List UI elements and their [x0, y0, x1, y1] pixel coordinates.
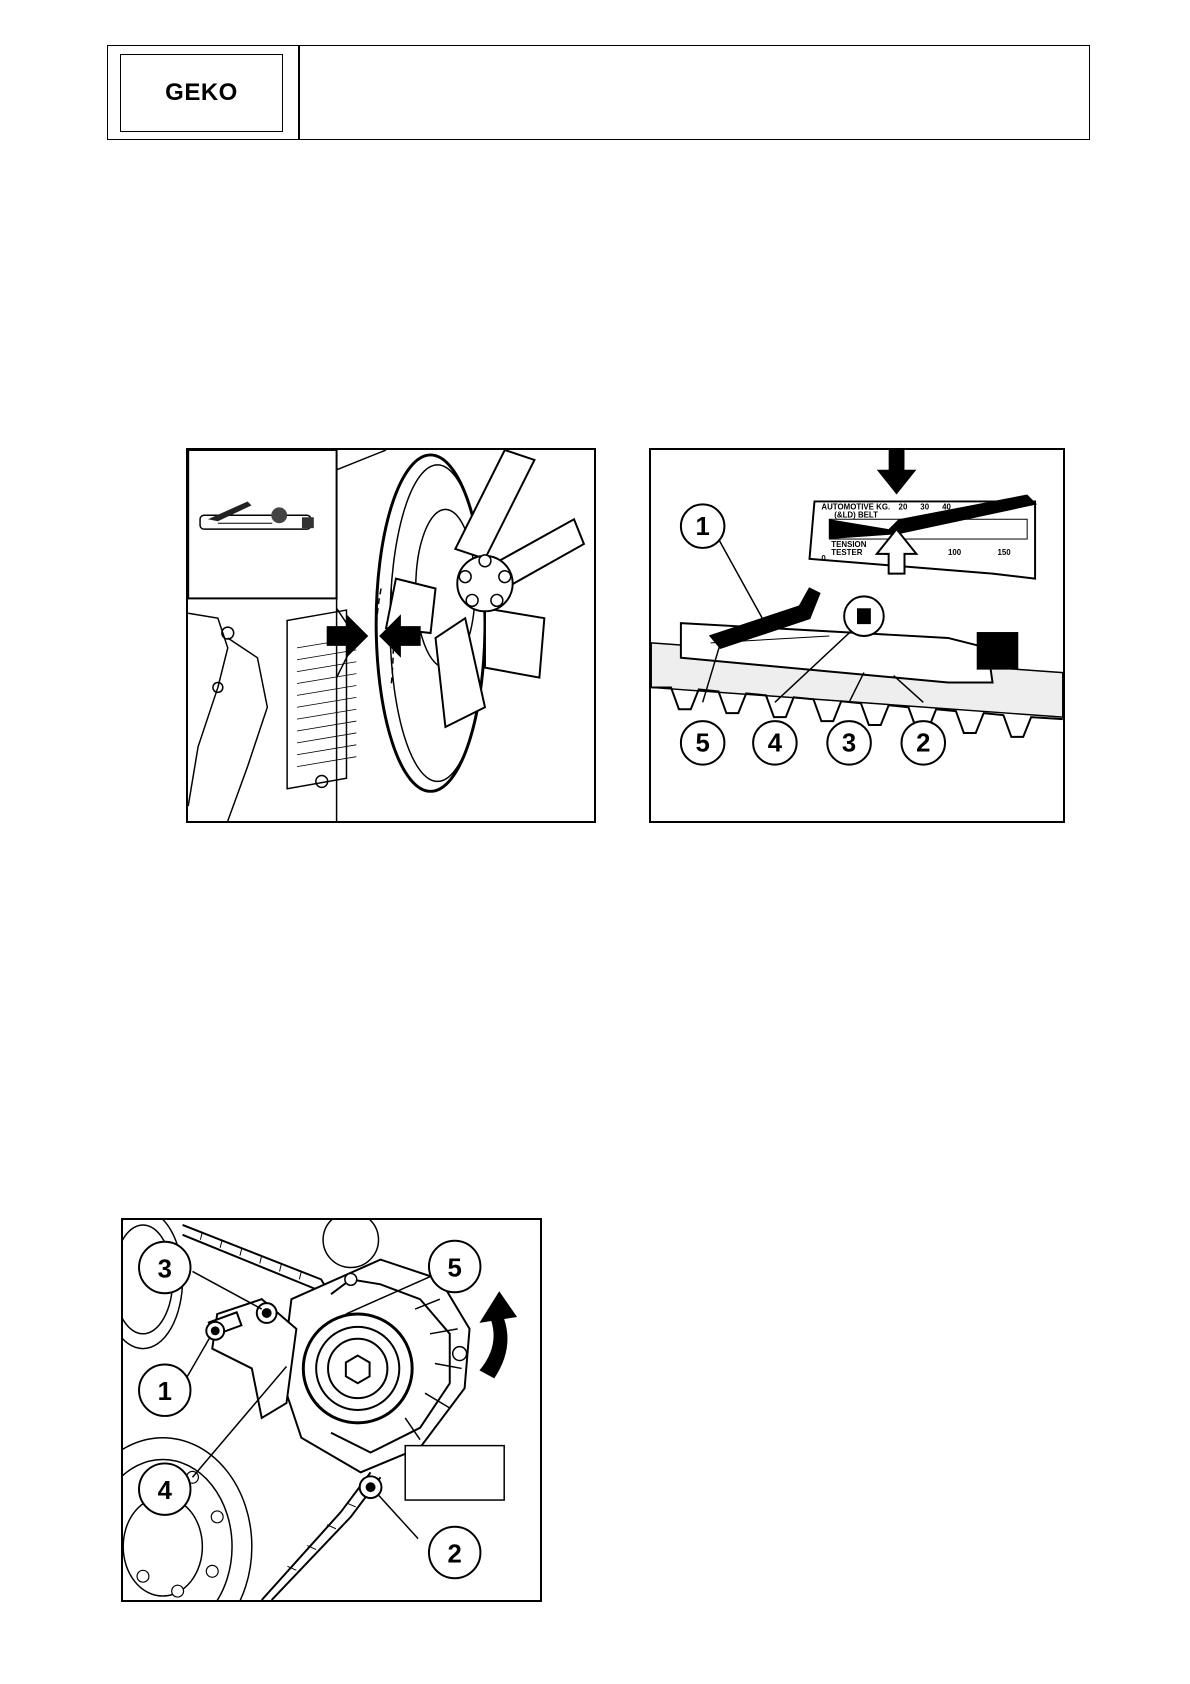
hub-bolts [458, 554, 512, 608]
leader-lines [701, 538, 924, 703]
figure-tension-tester: AUTOMOTIVE KG. (&LD) BELT TENSION TESTER… [649, 448, 1065, 823]
bolt-icon [212, 681, 224, 694]
arrow-right-icon [326, 614, 369, 658]
bolt-icon [221, 626, 235, 640]
figure-belt-deflection [186, 448, 596, 823]
callout-4: 4 [138, 1462, 192, 1516]
bolt-icon [344, 1272, 358, 1287]
callout-5: 5 [679, 720, 726, 766]
bolt-icon [451, 1345, 468, 1362]
tension-tester-drawing: AUTOMOTIVE KG. (&LD) BELT TENSION TESTER… [651, 450, 1063, 766]
callout-3: 3 [138, 1240, 192, 1295]
lower-bolt [358, 1475, 383, 1500]
gauge-tick-20: 20 [899, 502, 908, 511]
gauge-tick-30: 30 [920, 502, 929, 511]
leader-lines [183, 1270, 443, 1540]
tester-body [679, 587, 1019, 684]
callout-label: 4 [158, 1477, 173, 1505]
adjusting-bracket [207, 1298, 298, 1420]
callout-2: 2 [427, 1525, 482, 1580]
alternator-pulley [301, 1312, 414, 1425]
callout-label: 1 [158, 1378, 172, 1406]
gauge-tick-150: 150 [997, 548, 1011, 557]
gauge-label-3: TENSION [831, 540, 866, 549]
logo: GEKO [120, 54, 283, 132]
gauge-label-2: (&LD) BELT [834, 510, 878, 519]
curved-arrow-up-icon [479, 1291, 518, 1379]
callout-5: 5 [427, 1239, 482, 1294]
gauge-scale: AUTOMOTIVE KG. (&LD) BELT TENSION TESTER… [808, 494, 1038, 580]
bolt-icon [315, 774, 329, 789]
callout-1: 1 [679, 503, 726, 549]
alternator-drawing: 3 5 1 4 2 [123, 1220, 518, 1600]
callout-label: 3 [158, 1255, 172, 1283]
adjusting-bolt [205, 1320, 226, 1341]
gauge-label-1: AUTOMOTIVE KG. [821, 502, 890, 511]
callout-label: 1 [696, 513, 710, 541]
callout-label: 2 [916, 730, 930, 758]
logo-text: GEKO [165, 79, 238, 106]
label-plate [404, 1444, 505, 1501]
alternator-fins [404, 1298, 462, 1441]
gauge-tick-100: 100 [948, 548, 962, 557]
callout-label: 5 [448, 1254, 462, 1282]
callout-label: 4 [768, 730, 783, 758]
callout-label: 2 [448, 1540, 462, 1568]
callout-label: 3 [842, 730, 856, 758]
belt-teeth [199, 1231, 356, 1571]
gauge-tick-40: 40 [942, 502, 951, 511]
callout-3: 3 [826, 720, 872, 766]
belt-deflection-drawing [188, 450, 586, 821]
callout-4: 4 [752, 720, 798, 766]
callout-1: 1 [138, 1363, 192, 1417]
arrow-up-icon [874, 527, 919, 575]
page-header: GEKO [107, 45, 1090, 140]
callout-label: 5 [696, 730, 710, 758]
header-divider [298, 46, 300, 139]
gauge-label-4: TESTER [831, 548, 862, 557]
tension-tester-icon [199, 501, 314, 530]
belt-deflected [375, 588, 382, 688]
figure-alternator-adjustment: 3 5 1 4 2 [121, 1218, 542, 1602]
arrow-left-icon [379, 614, 421, 658]
callout-2: 2 [900, 720, 947, 766]
pivot-bolt [255, 1302, 278, 1324]
arrow-down-icon [876, 450, 917, 495]
gauge-tick-zero: 0 [821, 554, 826, 563]
